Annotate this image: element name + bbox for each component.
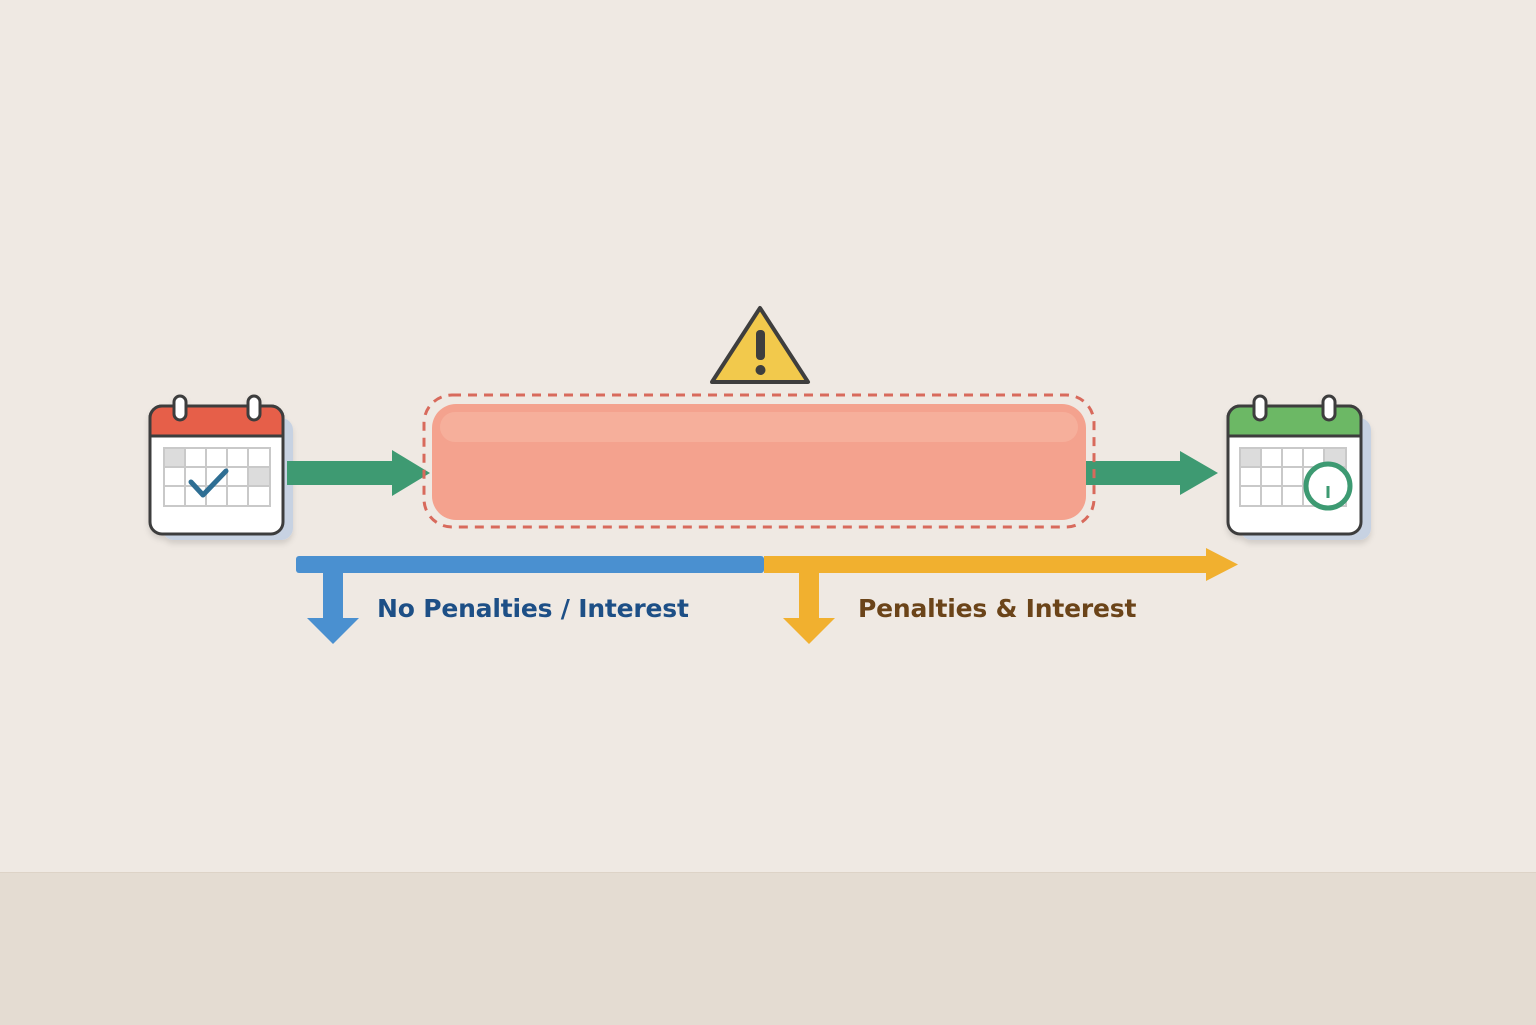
flow-arrow-left [287, 450, 430, 496]
penalty-segment [764, 556, 1210, 573]
no-penalties-label: No Penalties / Interest [377, 594, 689, 623]
no-penalty-down-arrow [307, 573, 359, 644]
timeline-arrowhead [1206, 548, 1238, 581]
warning-triangle-icon [710, 306, 810, 384]
floor [0, 872, 1536, 1025]
grace-period-band [422, 393, 1096, 529]
flow-arrow-right [1083, 451, 1218, 495]
start-calendar-icon [148, 394, 293, 540]
penalty-down-arrow [783, 573, 835, 644]
end-calendar-icon [1226, 394, 1371, 540]
timeline-bar [296, 548, 1238, 581]
penalties-label: Penalties & Interest [858, 594, 1137, 623]
no-penalty-segment [296, 556, 764, 573]
